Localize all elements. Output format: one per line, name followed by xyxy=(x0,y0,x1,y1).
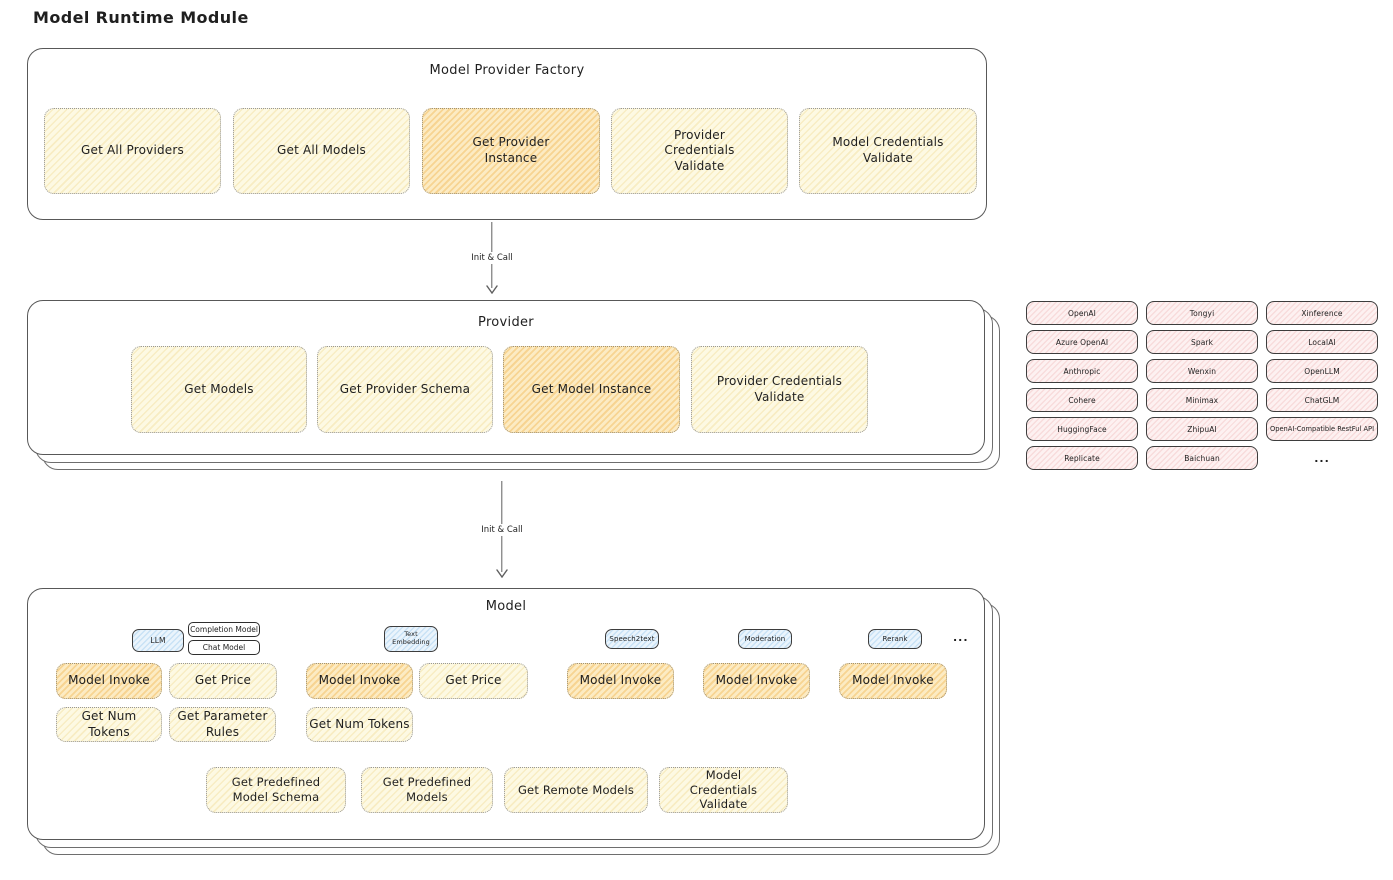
provider-panel: Provider Get Models Get Provider Schema … xyxy=(27,300,985,455)
provider-pill-zhipuai: ZhipuAI xyxy=(1146,417,1258,441)
model-box-llm-get-num-tokens: Get Num Tokens xyxy=(56,707,162,742)
tab-rerank: Rerank xyxy=(868,629,922,649)
provider-pill-tongyi: Tongyi xyxy=(1146,301,1258,325)
model-box-llm-get-parameter-rules: Get Parameter Rules xyxy=(169,707,276,742)
model-box-moderation-model-invoke: Model Invoke xyxy=(703,663,810,699)
model-box-llm-model-invoke: Model Invoke xyxy=(56,663,162,699)
tab-speech2text: Speech2text xyxy=(605,629,659,649)
provider-list-ellipsis: ... xyxy=(1314,451,1330,465)
model-box-embedding-get-num-tokens: Get Num Tokens xyxy=(306,707,413,742)
provider-box-get-models: Get Models xyxy=(131,346,307,433)
factory-panel-title: Model Provider Factory xyxy=(429,63,585,78)
provider-box-provider-credentials-validate: Provider Credentials Validate xyxy=(691,346,868,433)
provider-pill-openai: OpenAI xyxy=(1026,301,1138,325)
factory-box-provider-credentials-validate: Provider Credentials Validate xyxy=(611,108,788,194)
arrow-label: Init & Call xyxy=(478,523,526,536)
tab-text-embedding: Text Embedding xyxy=(384,626,438,652)
arrow-init-call-2: Init & Call xyxy=(478,481,526,578)
model-panel-title: Model xyxy=(485,599,527,614)
provider-box-get-provider-schema: Get Provider Schema xyxy=(317,346,493,433)
provider-pill-openllm: OpenLLM xyxy=(1266,359,1378,383)
diagram-title: Model Runtime Module xyxy=(33,8,249,27)
provider-pill-xinference: Xinference xyxy=(1266,301,1378,325)
provider-pill-openai-compatible: OpenAI-Compatible RestFul API xyxy=(1266,417,1378,441)
model-box-rerank-model-invoke: Model Invoke xyxy=(839,663,947,699)
provider-pill-spark: Spark xyxy=(1146,330,1258,354)
provider-box-get-model-instance: Get Model Instance xyxy=(503,346,680,433)
provider-pill-cohere: Cohere xyxy=(1026,388,1138,412)
provider-panel-title: Provider xyxy=(478,315,534,330)
factory-box-get-all-models: Get All Models xyxy=(233,108,410,194)
provider-pill-baichuan: Baichuan xyxy=(1146,446,1258,470)
arrow-head-icon xyxy=(486,285,498,294)
provider-pill-huggingface: HuggingFace xyxy=(1026,417,1138,441)
model-box-get-remote-models: Get Remote Models xyxy=(504,767,648,813)
model-box-model-credentials-validate: Model Credentials Validate xyxy=(659,767,788,813)
factory-box-get-all-providers: Get All Providers xyxy=(44,108,221,194)
model-box-embedding-get-price: Get Price xyxy=(419,663,528,699)
model-box-get-predefined-models: Get Predefined Models xyxy=(361,767,493,813)
model-box-get-predefined-model-schema: Get Predefined Model Schema xyxy=(206,767,346,813)
provider-pill-localai: LocalAI xyxy=(1266,330,1378,354)
provider-stack: Provider Get Models Get Provider Schema … xyxy=(27,300,1000,470)
model-tabs-ellipsis: ... xyxy=(953,631,969,644)
chip-chat-model: Chat Model xyxy=(188,640,260,655)
factory-panel: Model Provider Factory Get All Providers… xyxy=(27,48,987,220)
tab-llm: LLM xyxy=(132,629,184,652)
chip-completion-model: Completion Model xyxy=(188,622,260,637)
arrow-init-call-1: Init & Call xyxy=(468,222,516,294)
provider-pill-replicate: Replicate xyxy=(1026,446,1138,470)
arrow-label: Init & Call xyxy=(468,252,516,264)
factory-box-get-provider-instance: Get Provider Instance xyxy=(422,108,600,194)
provider-pill-minimax: Minimax xyxy=(1146,388,1258,412)
provider-pill-wenxin: Wenxin xyxy=(1146,359,1258,383)
model-box-speech2text-model-invoke: Model Invoke xyxy=(567,663,674,699)
arrow-head-icon xyxy=(496,569,508,578)
model-panel: Model LLM Completion Model Chat Model Te… xyxy=(27,588,985,840)
provider-pill-anthropic: Anthropic xyxy=(1026,359,1138,383)
model-box-embedding-model-invoke: Model Invoke xyxy=(306,663,413,699)
tab-moderation: Moderation xyxy=(738,629,792,649)
model-box-llm-get-price: Get Price xyxy=(169,663,277,699)
factory-box-model-credentials-validate: Model Credentials Validate xyxy=(799,108,977,194)
provider-pill-chatglm: ChatGLM xyxy=(1266,388,1378,412)
provider-list: OpenAI Tongyi Xinference Azure OpenAI Sp… xyxy=(1026,301,1378,470)
provider-pill-azure-openai: Azure OpenAI xyxy=(1026,330,1138,354)
model-stack: Model LLM Completion Model Chat Model Te… xyxy=(27,588,1000,855)
